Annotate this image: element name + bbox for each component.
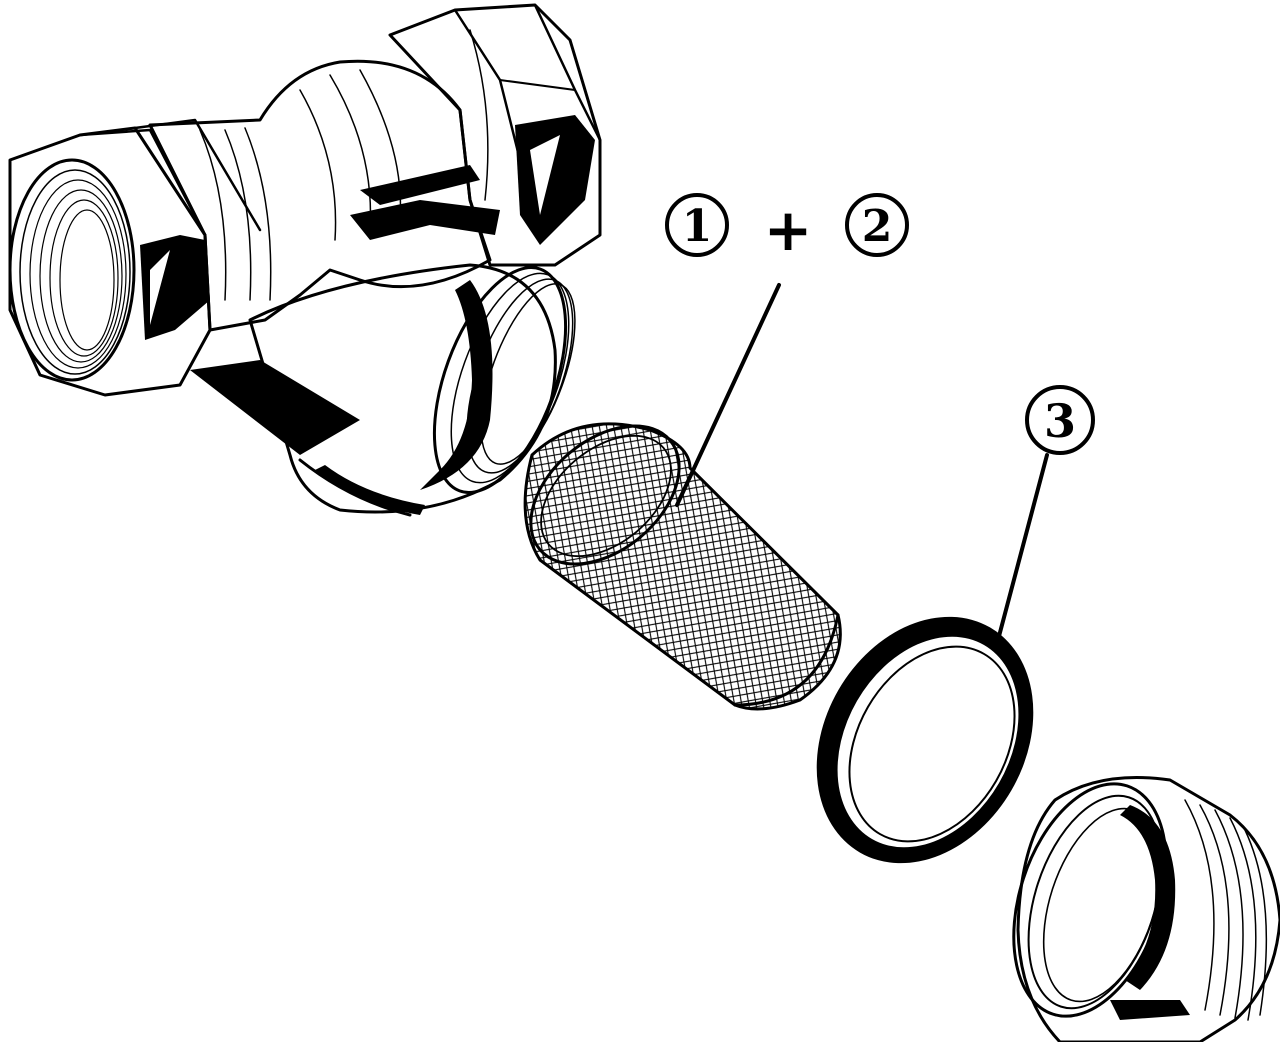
strainer-end-cap-plug	[1012, 776, 1280, 1042]
callout-circle-2	[845, 193, 909, 257]
leader-line-strainer	[675, 283, 781, 507]
seal-ring	[816, 616, 1034, 864]
callout-number-3: 3	[1044, 394, 1076, 448]
leader-line-seal	[996, 453, 1049, 642]
callout-strainer: 1 + 2	[665, 193, 909, 507]
callout-circle-1	[665, 193, 729, 257]
strainer-mesh-cylinder	[523, 422, 842, 711]
outlet-hex-nut	[388, 3, 602, 267]
strainer-valve-body	[8, 3, 602, 517]
callout-seal: 3	[996, 385, 1095, 642]
inlet-hex-nut	[8, 118, 262, 397]
callout-plus-sign: +	[764, 196, 813, 264]
callout-number-2: 2	[862, 201, 893, 252]
callout-circle-3	[1025, 385, 1095, 455]
callout-number-1: 1	[682, 201, 713, 252]
strainer-leg-thread	[190, 263, 576, 517]
